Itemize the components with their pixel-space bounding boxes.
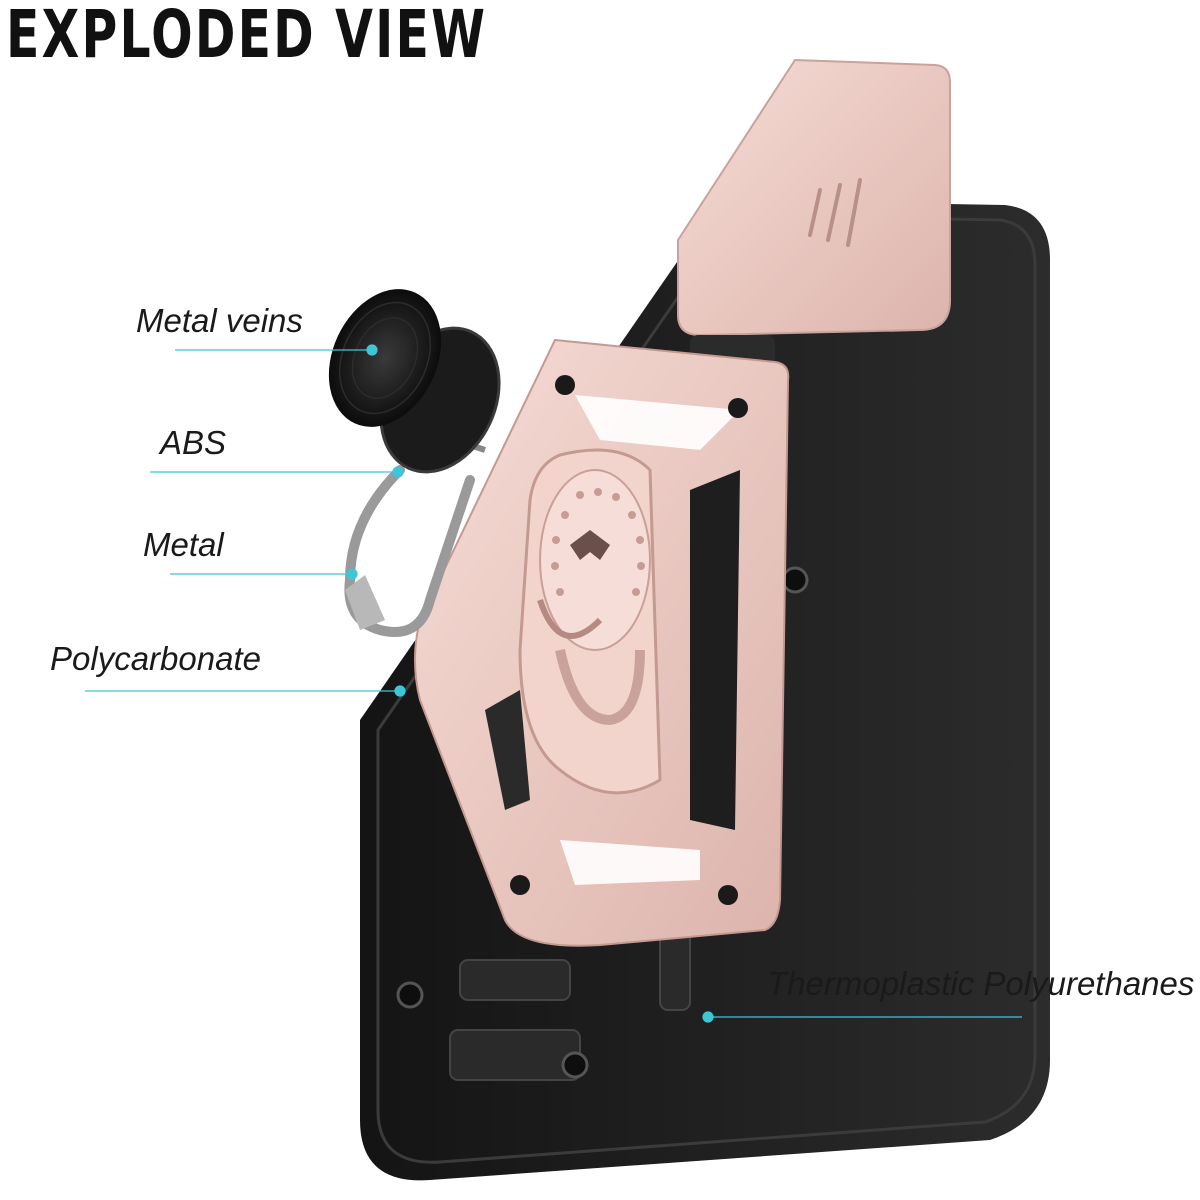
callout-lines — [85, 344, 1022, 1023]
page-title: EXPLODED VIEW — [6, 0, 488, 73]
callout-label-abs: ABS — [160, 424, 227, 461]
callout-label-tpu: Thermoplastic Polyurethanes — [767, 965, 1195, 1002]
metal-veins-dot — [366, 344, 378, 356]
tpu-dot — [702, 1011, 714, 1023]
camera-slide-cover — [677, 58, 951, 375]
callout-label-polycarbonate: Polycarbonate — [50, 640, 261, 677]
polycarbonate-frame — [414, 338, 790, 947]
callout-label-metal-veins: Metal veins — [136, 302, 303, 339]
abs-dot — [392, 466, 404, 478]
metal-veins-disc — [328, 289, 442, 427]
polycarbonate-dot — [394, 685, 406, 697]
callout-label-metal: Metal — [143, 526, 224, 563]
metal-dot — [346, 568, 358, 580]
